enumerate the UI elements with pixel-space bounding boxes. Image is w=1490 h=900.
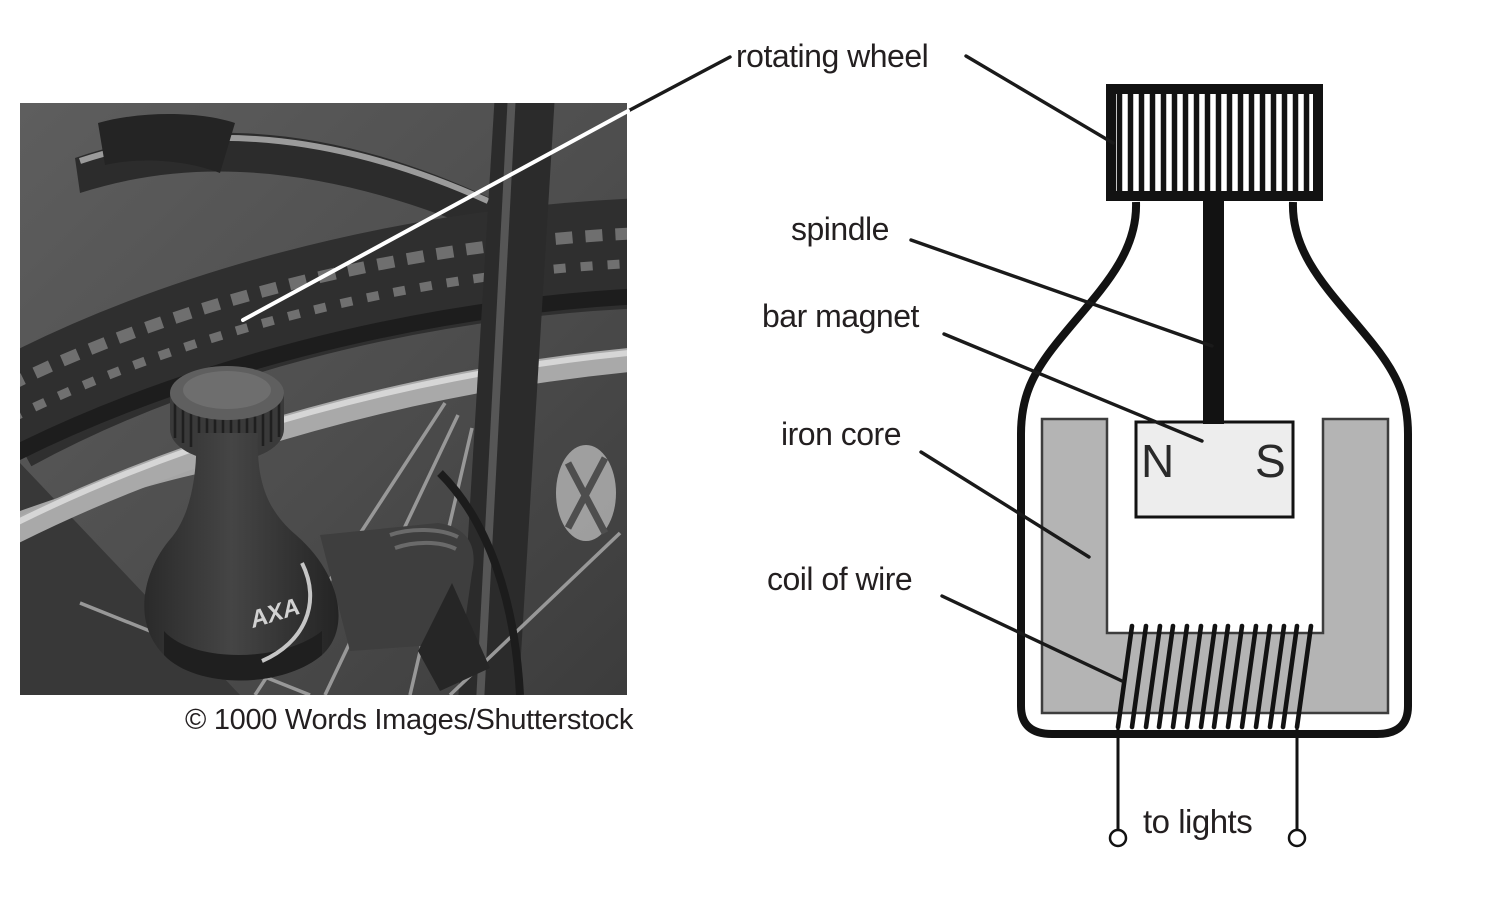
right-terminal <box>1287 828 1307 848</box>
dynamo-photo: AXA <box>20 103 627 695</box>
leader-rotating-wheel-photo <box>626 55 732 113</box>
label-to-lights: to lights <box>1143 803 1253 840</box>
photo-caption: © 1000 Words Images/Shutterstock <box>185 704 634 736</box>
label-spindle: spindle <box>791 211 889 247</box>
dynamo-body <box>144 433 339 681</box>
dynamo-device: AXA <box>144 366 490 691</box>
label-coil-of-wire: coil of wire <box>767 561 913 597</box>
leader-coil-of-wire <box>940 594 1124 683</box>
magnet-north-pole-label: N <box>1141 435 1175 487</box>
photo-scene: AXA <box>20 103 627 695</box>
spindle-shape <box>1203 198 1224 424</box>
leader-rotating-wheel-photo-white <box>241 109 630 322</box>
leader-spindle <box>909 238 1214 348</box>
leader-rotating-wheel-diagram <box>964 54 1115 145</box>
label-rotating-wheel: rotating wheel <box>736 38 929 74</box>
bar-magnet-shape <box>1134 420 1295 519</box>
label-iron-core: iron core <box>781 416 902 452</box>
leader-bar-magnet <box>942 332 1204 443</box>
leader-lines <box>626 54 1214 683</box>
leader-iron-core <box>919 450 1091 559</box>
bike-fender <box>75 114 498 238</box>
left-terminal <box>1108 828 1128 848</box>
coil-windings <box>1115 623 1314 730</box>
bike-frame-tube <box>458 103 616 695</box>
magnet-south-pole-label: S <box>1255 435 1286 487</box>
label-bar-magnet: bar magnet <box>762 298 919 334</box>
rotating-wheel-shape <box>1106 84 1323 201</box>
dynamo-cable <box>437 470 524 695</box>
wheel-rim <box>20 348 627 543</box>
dynamo-body-base <box>164 631 322 681</box>
logo-swoosh <box>261 562 313 663</box>
